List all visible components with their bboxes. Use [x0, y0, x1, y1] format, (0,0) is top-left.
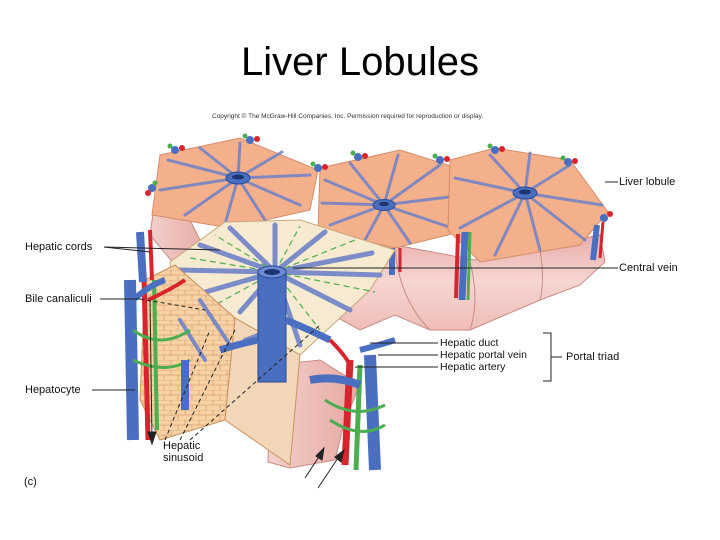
label-bile-canaliculi: Bile canaliculi	[25, 293, 92, 305]
label-hepatic-portal-vein: Hepatic portal vein	[440, 349, 527, 361]
label-hepatic-sinusoid-line2: sinusoid	[163, 452, 204, 464]
label-hepatic-artery: Hepatic artery	[440, 361, 506, 373]
right-side-vessels	[389, 221, 605, 301]
leader-lines	[92, 181, 618, 489]
copyright-notice: Copyright © The McGraw-Hill Companies, I…	[212, 113, 484, 120]
label-central-vein: Central vein	[619, 262, 678, 274]
lobule-left	[151, 137, 319, 229]
figure-part-label: (c)	[24, 476, 37, 488]
label-portal-triad: Portal triad	[566, 351, 620, 363]
label-hepatic-sinusoid-line1: Hepatic	[163, 440, 201, 452]
label-hepatic-cords: Hepatic cords	[25, 241, 93, 253]
label-hepatic-duct: Hepatic duct	[440, 337, 499, 349]
corner-triads	[145, 133, 613, 222]
central-vein	[218, 265, 332, 383]
slide-title: Liver Lobules	[241, 40, 479, 84]
label-liver-lobule: Liver lobule	[619, 176, 676, 188]
lobule-middle	[317, 149, 471, 249]
left-portal-triad	[124, 229, 191, 441]
label-hepatocyte: Hepatocyte	[25, 384, 81, 396]
bottom-portal-triad	[309, 337, 396, 471]
